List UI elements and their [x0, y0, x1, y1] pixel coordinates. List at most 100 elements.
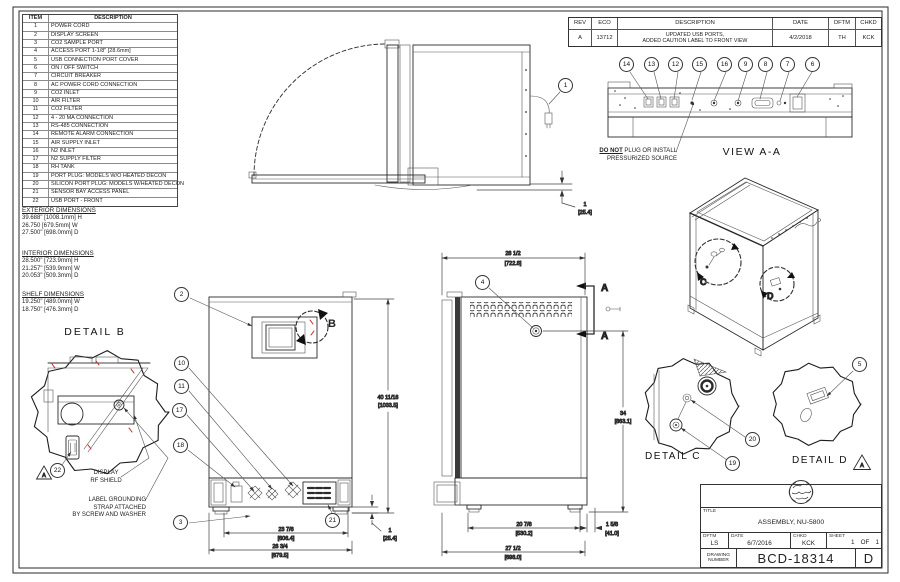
part-item-number: 14 — [23, 131, 49, 139]
dim-front-wo-mm: [679.5] — [272, 553, 289, 559]
part-item-number: 7 — [23, 73, 49, 81]
dim-side-h-mm: [863.1] — [615, 419, 632, 425]
part-description: REMOTE ALARM CONNECTION — [51, 131, 134, 138]
front-view — [208, 291, 357, 515]
parts-table-row: 18 RH TANK — [23, 164, 177, 173]
balloon-item-21: 21 — [325, 513, 340, 528]
interior-dimensions-block: INTERIOR DIMENSIONS 28.500" [723.9mm] H … — [22, 250, 94, 280]
shelf-dim-d: 18.750" [476.3mm] D — [22, 306, 79, 313]
part-item-number: 3 — [23, 39, 49, 48]
parts-table-row: 8 AC POWER CORD CONNECTION — [23, 81, 177, 90]
top-view: 1 [25.4] — [248, 39, 593, 216]
parts-header-description: DESCRIPTION — [94, 15, 132, 22]
part-item-number: 9 — [23, 89, 49, 97]
do-not-emphasis: DO NOT — [599, 148, 623, 154]
detail-c-label: DETAIL C — [645, 451, 701, 462]
part-description: CIRCUIT BREAKER — [51, 73, 102, 80]
part-description: CO2 SAMPLE PORT — [51, 40, 103, 47]
rev-desc-line1: UPDATED USB PORTS, — [665, 31, 725, 38]
part-item-number: 8 — [23, 81, 49, 89]
section-letter-a-top: A — [601, 283, 608, 294]
title-block-logo-row — [701, 480, 881, 508]
balloon-item-11: 11 — [174, 379, 189, 394]
detail-c-letter: C — [700, 277, 707, 287]
sheet-cell: SHEET 1 OF 1 — [827, 533, 881, 548]
grounding-note-line2: STRAP ATTACHED — [93, 504, 146, 511]
part-item-number: 5 — [23, 56, 49, 64]
balloon-item-8: 8 — [758, 57, 773, 72]
part-description: SILICON PORT PLUG: MODELS W/HEATED DECON — [51, 181, 184, 188]
balloon-item-6: 6 — [805, 57, 820, 72]
drawing-label-line1: DRAWING — [706, 552, 730, 558]
title-label: TITLE — [703, 509, 717, 514]
part-description: AIR SUPPLY INLET — [51, 139, 101, 146]
drawing-label-line2: NUMBER — [708, 558, 729, 563]
title-block: TITLE ASSEMBLY, NU-5800 DFTM LS DATE 6/7… — [700, 480, 882, 568]
rev-header-description: DESCRIPTION — [618, 18, 773, 30]
drawing-title: ASSEMBLY, NU-5800 — [757, 519, 825, 526]
dim-front-height-mm: [1033.5] — [378, 403, 398, 409]
parts-table: ITEM DESCRIPTION 1 POWER CORD 2 DISPLAY … — [22, 14, 184, 207]
rev-desc-line2: ADDED CAUTION LABEL TO FRONT VIEW — [642, 38, 748, 44]
parts-table-row: 15 AIR SUPPLY INLET — [23, 139, 177, 148]
date-value: 6/7/2016 — [747, 540, 772, 547]
rev-value-eco: 13712 — [592, 30, 618, 46]
grounding-note-line3: BY SCREW AND WASHER — [72, 512, 146, 518]
part-item-number: 11 — [23, 106, 49, 114]
title-block-info-row: DFTM LS DATE 6/7/2016 CHKD KCK SHEET 1 O… — [701, 533, 881, 549]
part-item-number: 18 — [23, 164, 49, 172]
dimension-lines: 28 1/2 [722.8] 40 11/16 [1033.5] 23 7/8 … — [208, 251, 632, 561]
balloon-item-18: 18 — [173, 438, 188, 453]
dim-side-top-mm: [722.8] — [505, 261, 522, 267]
interior-dims-title: INTERIOR DIMENSIONS — [22, 250, 94, 257]
detail-d-rev-delta: A — [860, 463, 864, 469]
dim-side-top-in: 28 1/2 — [505, 251, 520, 257]
rev-value-date: 4/2/2018 — [773, 30, 829, 46]
parts-table-row: 17 N2 SUPPLY FILTER — [23, 156, 177, 165]
view-aa-label: VIEW A-A — [722, 146, 782, 158]
dim-front-wi-in: 23 7/8 — [278, 527, 293, 533]
part-description: N2 INLET — [51, 147, 76, 154]
part-description: 4 - 20 MA CONNECTION — [51, 114, 114, 121]
parts-table-row: 6 ON / OFF SWITCH — [23, 64, 177, 74]
part-description: ACCESS PORT 1-1/8" [28.6mm] — [51, 48, 131, 55]
parts-table-row: 14 REMOTE ALARM CONNECTION — [23, 131, 177, 140]
balloon-item-19: 19 — [725, 456, 740, 471]
parts-table-row: 4 ACCESS PORT 1-1/8" [28.6mm] — [23, 48, 177, 57]
balloon-item-9: 9 — [738, 57, 753, 72]
drawing-number: BCD-18314 — [757, 550, 835, 566]
part-description: PORT PLUG: MODELS W/O HEATED DECON — [51, 172, 167, 179]
detail-b-view: A — [30, 350, 170, 502]
shelf-dim-w: 19.250" [489.0mm] W — [22, 299, 80, 306]
part-description: RS-485 CONNECTION — [51, 123, 109, 129]
parts-table-row: 19 PORT PLUG: MODELS W/O HEATED DECON — [23, 172, 177, 181]
part-item-number: 6 — [23, 64, 49, 73]
parts-table-row: 13 RS-485 CONNECTION — [23, 122, 177, 132]
view-aa-panel — [607, 81, 853, 138]
pressurized-source-warning: DO NOT PLUG OR INSTALL PRESSURIZED SOURC… — [593, 148, 677, 163]
drawing-number-label: DRAWING NUMBER — [701, 549, 737, 567]
shelf-dims-title: SHELF DIMENSIONS — [22, 291, 84, 298]
part-item-number: 22 — [23, 197, 49, 206]
part-item-number: 20 — [23, 180, 49, 189]
dim-side-wi-mm: [530.2] — [516, 531, 533, 537]
chkd-value: KCK — [802, 540, 815, 547]
display-rf-shield-note: DISPLAY RF SHIELD — [78, 470, 134, 485]
part-description: CO2 INLET — [51, 89, 80, 96]
section-letter-a-bottom: A — [601, 331, 608, 342]
part-item-number: 21 — [23, 189, 49, 197]
pressurized-source-line2: PRESSURIZED SOURCE — [606, 155, 677, 162]
grounding-note-line1: LABEL GROUNDING — [88, 497, 146, 503]
part-item-number: 16 — [23, 147, 49, 156]
part-item-number: 19 — [23, 172, 49, 180]
sheet-number: 1 — [851, 539, 855, 546]
chkd-cell: CHKD KCK — [791, 533, 827, 548]
parts-table-row: 20 SILICON PORT PLUG: MODELS W/HEATED DE… — [23, 180, 184, 190]
title-block-title-row: TITLE ASSEMBLY, NU-5800 — [701, 508, 881, 533]
part-item-number: 17 — [23, 156, 49, 164]
rev-value-chkd: KCK — [862, 34, 875, 41]
part-description: AC POWER CORD CONNECTION — [51, 81, 138, 88]
title-block-number-row: DRAWING NUMBER BCD-18314 D — [701, 549, 881, 567]
isometric-view: C D — [687, 177, 821, 357]
